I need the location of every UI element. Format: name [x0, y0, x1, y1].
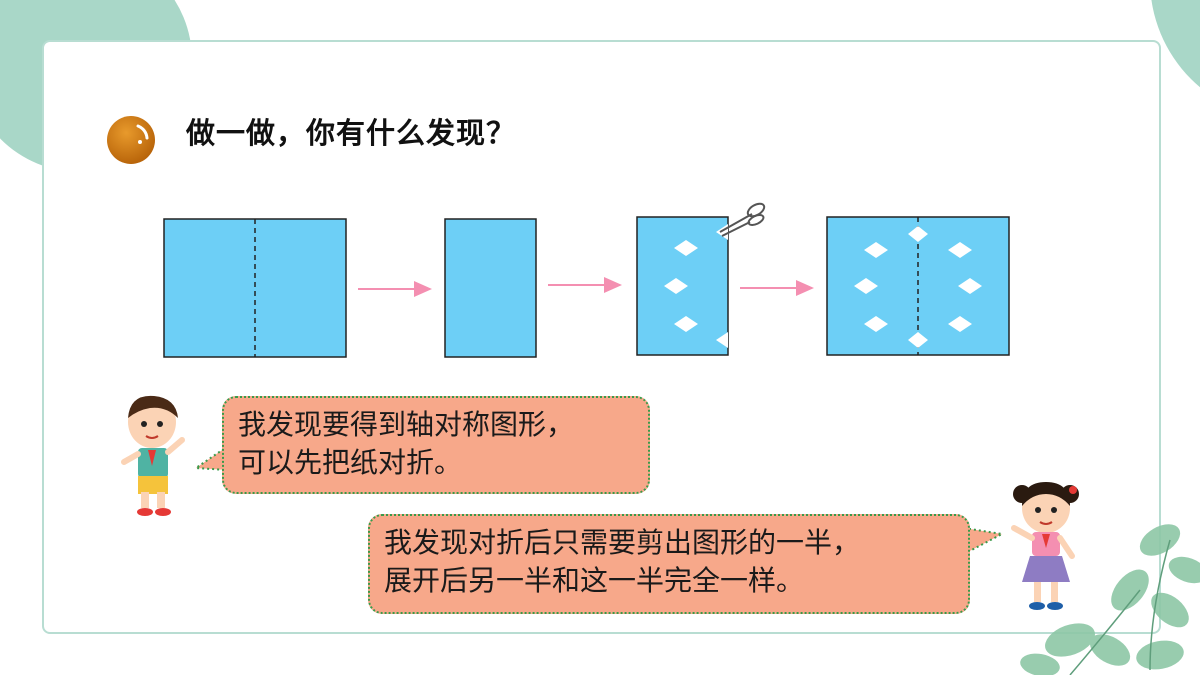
- step3-cutting-paper: [636, 216, 729, 356]
- girl-speech-bubble: 我发现对折后只需要剪出图形的一半， 展开后另一半和这一半完全一样。: [368, 514, 970, 614]
- boy-speech-line2: 可以先把纸对折。: [238, 446, 463, 479]
- step2-folded-paper: [444, 218, 537, 358]
- step4-unfolded-paper: [826, 216, 1010, 356]
- scissors-icon: [719, 202, 766, 237]
- orange-ball-icon: [107, 116, 155, 164]
- boy-speech-line1: 我发现要得到轴对称图形，: [238, 408, 575, 441]
- top-right-circle-decoration: [1151, 0, 1200, 88]
- boy-bubble-tail: [193, 445, 229, 471]
- leaves-decoration: [1020, 524, 1200, 675]
- paper-folding-diagram: [163, 202, 1010, 358]
- page-title: 做一做，你有什么发现？: [186, 116, 517, 150]
- girl-bubble-tail: [963, 527, 1006, 555]
- boy-speech-bubble: 我发现要得到轴对称图形， 可以先把纸对折。: [222, 396, 650, 494]
- girl-character: [1011, 482, 1079, 610]
- girl-speech-line1: 我发现对折后只需要剪出图形的一半，: [384, 526, 861, 559]
- girl-speech-line2: 展开后另一半和这一半完全一样。: [384, 564, 805, 597]
- boy-character: [121, 395, 185, 516]
- step1-square-paper: [163, 218, 347, 358]
